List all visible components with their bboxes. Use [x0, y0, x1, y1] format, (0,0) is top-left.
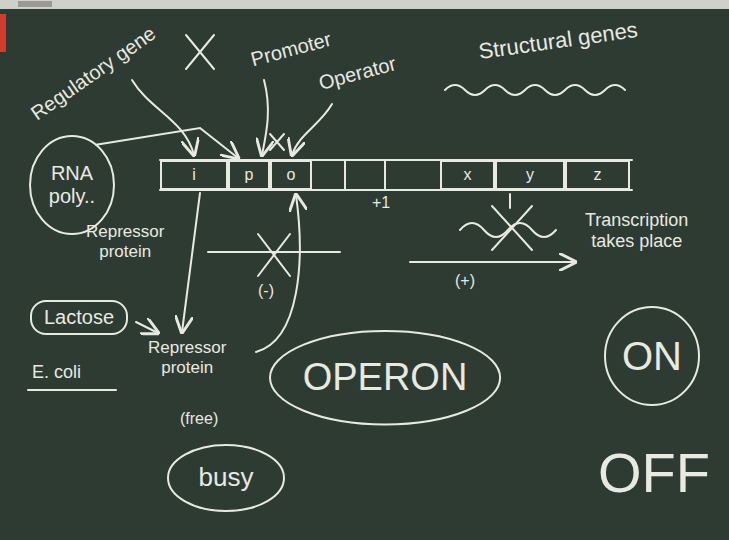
leader-line: [292, 104, 332, 155]
label-text: Regulatory gene: [27, 22, 160, 125]
label-text: (-): [258, 282, 274, 300]
node-text: y: [526, 166, 534, 184]
cross-mark: [186, 35, 214, 69]
node-text: RNA poly..: [49, 162, 95, 208]
label-text: +1: [372, 194, 390, 212]
gene-segment: z: [565, 160, 630, 190]
node-text: p: [245, 166, 254, 184]
boxed-note: Lactose: [30, 300, 128, 335]
gene-segment: o: [270, 160, 312, 190]
ellipse-outline-path: [30, 136, 114, 234]
node-text: o: [287, 166, 296, 184]
chalk-label: (+): [455, 272, 475, 290]
mrna-wave: [460, 223, 556, 237]
node-text: Lactose: [44, 306, 114, 329]
brace: [445, 85, 625, 95]
chalk-label: Operator: [316, 52, 398, 95]
node-text: x: [464, 166, 472, 184]
ellipse-outline-path: [605, 307, 699, 405]
cross-mark: [270, 134, 284, 150]
chalk-label: +1: [372, 194, 390, 212]
node-text: busy: [199, 463, 254, 493]
label-text: Repressor protein: [148, 338, 226, 377]
leader-line: [262, 80, 268, 155]
underline: [28, 389, 116, 391]
chalk-label: Promoter: [248, 28, 333, 72]
gene-segment: p: [228, 160, 270, 190]
chalk-label: (free): [180, 410, 218, 428]
arrow: [410, 261, 575, 263]
node-text: i: [192, 166, 196, 184]
chalk-label: Structural genes: [477, 17, 639, 65]
circled-state: ON: [603, 305, 701, 407]
label-text: (+): [455, 272, 475, 290]
label-text: Operator: [316, 52, 398, 95]
circled-title: OPERON: [268, 329, 502, 426]
label-text: OFF: [598, 441, 710, 505]
connector-arrow: [96, 128, 238, 158]
cross-mark: [492, 206, 532, 250]
gene-bar-line: [160, 160, 632, 190]
label-text: E. coli: [32, 362, 81, 383]
chalk-label: E. coli: [32, 362, 81, 383]
node-text: OPERON: [303, 356, 468, 400]
board-sticker: [18, 1, 52, 7]
red-mark: [0, 14, 6, 52]
arrow: [256, 195, 300, 352]
label-text: (free): [180, 410, 218, 428]
ellipse-outline-path: [270, 331, 500, 424]
label-text: Repressor protein: [86, 222, 164, 261]
chalk-label: Regulatory gene: [27, 22, 160, 125]
arrow: [136, 322, 158, 333]
gene-bar-divider: [345, 160, 385, 190]
struck-line: [208, 251, 340, 253]
cross-mark: [258, 234, 290, 276]
chalk-label: (-): [258, 282, 274, 300]
node-text: z: [594, 166, 602, 184]
circled-note: RNA poly..: [28, 134, 116, 236]
gene-segment: i: [160, 160, 228, 190]
tick: [509, 194, 511, 208]
label-text: Structural genes: [477, 17, 639, 64]
gene-segment: x: [440, 160, 495, 190]
label-text: Promoter: [248, 28, 333, 72]
board-frame: [0, 0, 729, 9]
chalk-label: OFF: [598, 440, 710, 505]
gene-segment: y: [495, 160, 565, 190]
arrow: [182, 193, 200, 332]
node-text: ON: [622, 333, 682, 379]
chalk-label: Repressor protein: [86, 222, 164, 262]
chalk-label: Transcription takes place: [585, 210, 688, 252]
ellipse-outline-path: [168, 445, 284, 511]
leader-line: [132, 80, 194, 155]
chalk-label: Repressor protein: [148, 338, 226, 378]
label-text: Transcription takes place: [585, 210, 688, 251]
circled-note: busy: [166, 443, 286, 513]
